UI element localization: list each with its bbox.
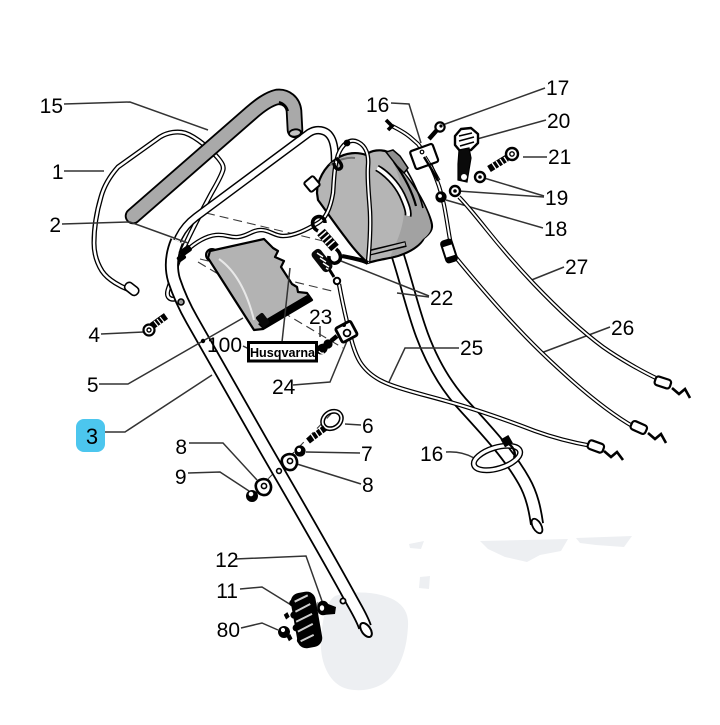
svg-text:2: 2 — [49, 214, 61, 237]
svg-text:18: 18 — [544, 218, 567, 241]
svg-text:16: 16 — [420, 443, 443, 466]
svg-text:80: 80 — [217, 619, 240, 642]
svg-text:8: 8 — [362, 474, 374, 497]
svg-text:17: 17 — [546, 77, 569, 100]
svg-text:24: 24 — [272, 376, 296, 399]
svg-text:7: 7 — [361, 443, 373, 466]
svg-text:11: 11 — [216, 580, 238, 603]
svg-text:1: 1 — [52, 161, 64, 184]
svg-text:Husqvarna: Husqvarna — [250, 346, 316, 360]
svg-text:25: 25 — [460, 337, 483, 360]
svg-text:26: 26 — [611, 317, 634, 340]
svg-text:9: 9 — [175, 466, 187, 489]
svg-text:16: 16 — [366, 94, 389, 117]
svg-text:3: 3 — [86, 424, 98, 449]
svg-text:6: 6 — [362, 415, 374, 438]
svg-text:8: 8 — [175, 436, 187, 459]
svg-text:5: 5 — [87, 374, 99, 397]
svg-text:15: 15 — [40, 95, 63, 118]
svg-text:100: 100 — [207, 334, 242, 357]
svg-text:27: 27 — [565, 256, 588, 279]
svg-text:23: 23 — [309, 306, 332, 329]
svg-text:4: 4 — [88, 324, 100, 347]
svg-text:22: 22 — [430, 287, 453, 310]
svg-text:21: 21 — [548, 146, 571, 169]
svg-text:19: 19 — [545, 187, 568, 210]
svg-text:12: 12 — [215, 549, 238, 572]
svg-text:20: 20 — [547, 110, 570, 133]
